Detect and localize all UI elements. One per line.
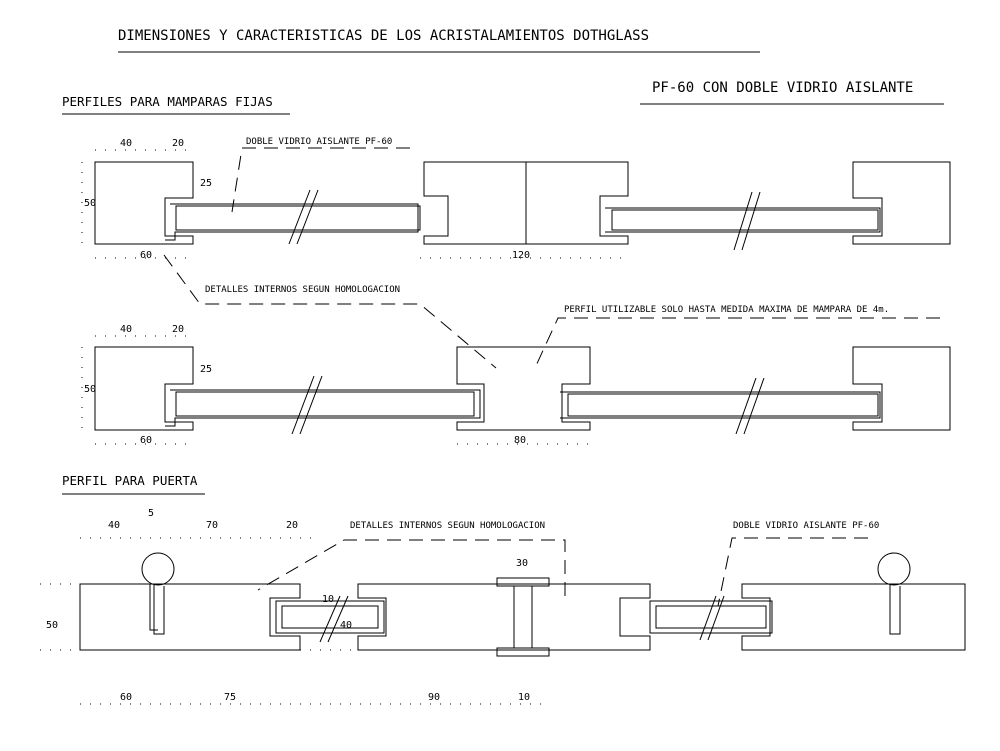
leader-door-glass	[717, 537, 868, 607]
dim-label: 50	[84, 384, 96, 395]
i-profile-web	[513, 585, 533, 649]
dim-label: 40	[340, 620, 352, 631]
leader-profile-limit	[533, 317, 940, 371]
break-mark	[733, 191, 753, 251]
right-frame-profile-2	[852, 346, 951, 431]
i-profile-bottom	[496, 647, 550, 657]
leader-internal-details	[163, 254, 497, 369]
note-profile-limit: PERFIL UTILIZABLE SOLO HASTA MEDIDA MAXI…	[564, 305, 889, 315]
break-mark	[707, 595, 725, 641]
dim-label: 20	[286, 520, 298, 531]
dim-label: 20	[172, 138, 184, 149]
section-door-heading: PERFIL PARA PUERTA	[62, 473, 198, 488]
door-central-leaf	[357, 583, 651, 651]
dim-label: 80	[514, 435, 526, 446]
dim-label: 70	[206, 520, 218, 531]
break-mark	[288, 189, 311, 245]
dim-label: 50	[46, 620, 58, 631]
dim-label: 50	[84, 198, 96, 209]
dim-label: 60	[120, 692, 132, 703]
dim-label: 30	[516, 558, 528, 569]
note-door-internal: DETALLES INTERNOS SEGUN HOMOLOGACION	[350, 521, 545, 531]
fixed-profile-row-2	[81, 335, 951, 445]
door-right-frame	[741, 583, 966, 651]
dim-label: 40	[120, 324, 132, 335]
dim-label: 25	[200, 178, 212, 189]
dim-label: 60	[140, 250, 152, 261]
dim-label: 10	[518, 692, 530, 703]
dim-label: 90	[428, 692, 440, 703]
dim-label: 10	[322, 594, 334, 605]
note-door-glass: DOBLE VIDRIO AISLANTE PF-60	[733, 521, 879, 531]
break-mark	[296, 189, 319, 245]
dim-label: 5	[148, 508, 154, 519]
break-mark	[327, 595, 349, 643]
dim-label: 75	[224, 692, 236, 703]
break-mark	[741, 191, 761, 251]
door-profile-row	[40, 537, 966, 705]
drawing-title: DIMENSIONES Y CARACTERISTICAS DE LOS ACR…	[118, 28, 649, 44]
hinge-left-arm	[153, 584, 165, 635]
note-glass-top: DOBLE VIDRIO AISLANTE PF-60	[246, 137, 392, 147]
break-mark	[735, 377, 757, 435]
dim-label: 40	[120, 138, 132, 149]
left-glass-channel-2	[165, 389, 481, 427]
center-mullion-80	[456, 346, 591, 431]
dim-label: 25	[200, 364, 212, 375]
i-profile-top	[496, 577, 550, 587]
door-glass-left	[275, 600, 385, 634]
glass-pane-3	[175, 391, 475, 417]
glass-pane-4	[567, 393, 879, 417]
dim-label: 60	[140, 435, 152, 446]
right-glass-channel-2	[560, 391, 881, 419]
break-mark	[743, 377, 765, 435]
leader-glass-top	[231, 147, 410, 213]
note-internal-details: DETALLES INTERNOS SEGUN HOMOLOGACION	[205, 285, 400, 295]
door-left-frame	[79, 583, 301, 651]
left-frame-profile-2	[94, 346, 194, 431]
break-mark	[319, 595, 341, 643]
hinge-right-arm	[889, 584, 901, 635]
left-frame-profile	[94, 161, 194, 245]
glass-pane-1	[175, 205, 421, 231]
hinge-right-icon	[877, 552, 911, 586]
left-glass-channel	[165, 203, 419, 241]
dim-label: 20	[172, 324, 184, 335]
center-mullion-profile	[423, 161, 629, 245]
dim-label: 120	[512, 250, 530, 261]
leader-door-internal	[257, 539, 566, 596]
dim-label: 40	[108, 520, 120, 531]
fixed-profile-row-1	[81, 149, 951, 259]
right-glass-channel	[605, 207, 881, 233]
system-heading: PF-60 CON DOBLE VIDRIO AISLANTE	[652, 80, 913, 96]
right-frame-profile	[852, 161, 951, 245]
break-mark	[291, 375, 315, 435]
break-mark	[699, 595, 717, 641]
section-fixed-heading: PERFILES PARA MAMPARAS FIJAS	[62, 94, 273, 109]
hinge-left-icon	[141, 552, 175, 586]
glass-pane-2	[611, 209, 879, 231]
break-mark	[299, 375, 323, 435]
